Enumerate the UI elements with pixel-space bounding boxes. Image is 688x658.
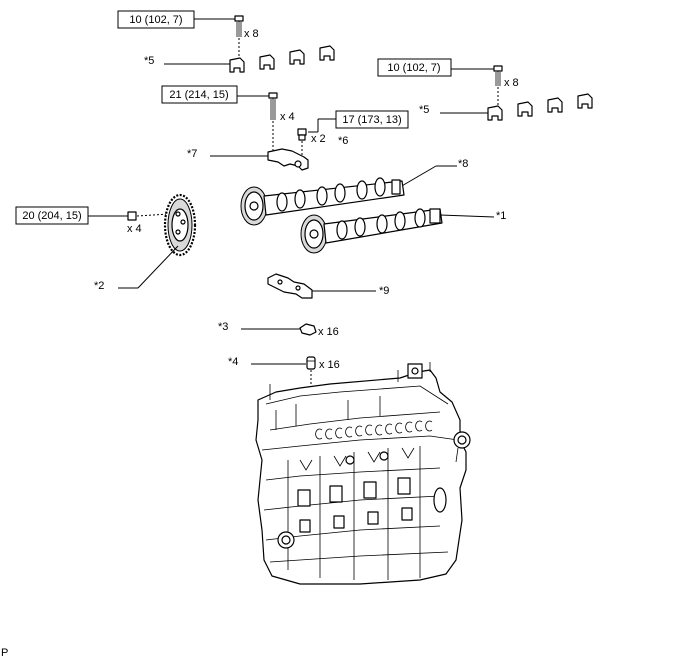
bolt-icon xyxy=(268,92,278,152)
camshaft-bearing-cap-icon xyxy=(229,45,335,73)
camshaft-bearing-cap-icon xyxy=(487,93,593,121)
callout-5-right: *5 xyxy=(419,104,429,116)
svg-text:10 (102, 7): 10 (102, 7) xyxy=(129,14,182,26)
lash-adjuster-quantity: x 16 xyxy=(319,359,340,371)
exhaust-camshaft-icon xyxy=(240,177,405,226)
rocker-arm-quantity: x 16 xyxy=(318,326,339,338)
bolt-quantity: x 8 xyxy=(244,28,259,40)
figure-id-mark: P xyxy=(1,647,8,658)
bolt-icon xyxy=(493,65,503,106)
camshaft-housing-icon xyxy=(267,148,309,171)
svg-text:10 (102, 7): 10 (102, 7) xyxy=(387,62,440,74)
torque-spec-small-bolt: 17 (173, 13) xyxy=(308,110,409,133)
callout-5-left: *5 xyxy=(144,55,154,67)
svg-text:17 (173, 13): 17 (173, 13) xyxy=(342,114,401,126)
intake-camshaft-icon xyxy=(300,208,443,254)
short-bolt-icon xyxy=(297,128,307,156)
callout-2: *2 xyxy=(94,280,104,292)
sprocket-bolt-icon xyxy=(127,211,171,221)
torque-spec-camshaft-cap-bolt-left: 10 (102, 7) xyxy=(117,10,236,29)
engine-block-icon xyxy=(255,362,471,585)
svg-text:20 (204, 15): 20 (204, 15) xyxy=(22,210,81,222)
callout-7: *7 xyxy=(187,148,197,160)
callout-1: *1 xyxy=(496,210,506,222)
callout-9: *9 xyxy=(379,285,389,297)
camshaft-housing-sub-assembly-icon xyxy=(267,273,313,299)
callout-3: *3 xyxy=(218,321,228,333)
torque-spec-housing-bolt: 21 (214, 15) xyxy=(161,85,270,104)
callout-8: *8 xyxy=(458,158,468,170)
torque-spec-sprocket-bolt: 20 (204, 15) xyxy=(15,206,128,225)
torque-spec-camshaft-cap-bolt-right: 10 (102, 7) xyxy=(377,58,494,77)
bolt-quantity: x 4 xyxy=(280,111,295,123)
bolt-quantity: x 8 xyxy=(504,77,519,89)
bolt-icon xyxy=(234,15,244,62)
callout-6: *6 xyxy=(338,135,348,147)
bolt-quantity: x 4 xyxy=(127,223,142,235)
roller-rocker-arm-icon xyxy=(299,323,317,336)
camshaft-timing-sprocket-icon xyxy=(163,193,197,257)
svg-text:21 (214, 15): 21 (214, 15) xyxy=(169,89,228,101)
bolt-quantity: x 2 xyxy=(311,133,326,145)
callout-4: *4 xyxy=(228,356,238,368)
